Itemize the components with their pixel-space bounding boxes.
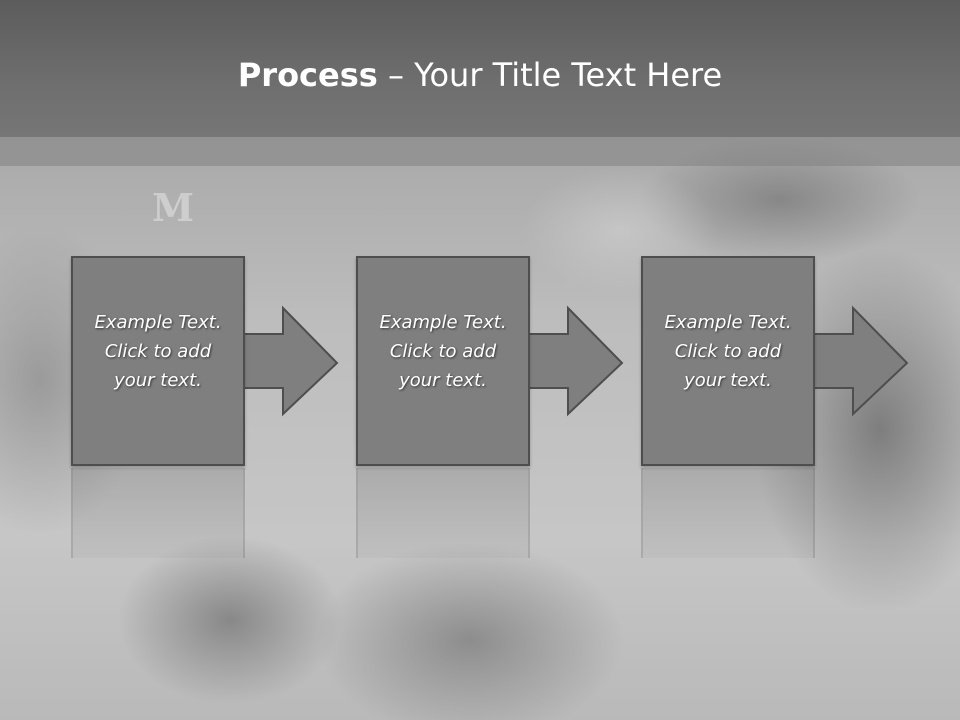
step-reflection (71, 468, 341, 558)
step-reflection (641, 468, 911, 558)
step-text[interactable]: Example Text. Click to add your text. (356, 308, 530, 395)
arrow-right-icon (812, 305, 909, 417)
step-text-line: Click to add (389, 341, 497, 362)
reflection-box (641, 468, 815, 558)
step-box (356, 256, 530, 466)
step-text-line: Example Text. (664, 312, 792, 333)
step-text-line: Example Text. (379, 312, 507, 333)
reflection-box (356, 468, 530, 558)
header-band (0, 0, 960, 137)
title-bold: Process (237, 56, 378, 94)
step-text[interactable]: Example Text. Click to add your text. (641, 308, 815, 395)
header-subband (0, 137, 960, 166)
step-text[interactable]: Example Text. Click to add your text. (71, 308, 245, 395)
process-step-2[interactable]: Example Text. Click to add your text. (356, 256, 626, 468)
step-box (641, 256, 815, 466)
reflection-box (71, 468, 245, 558)
background-logo: M (152, 185, 195, 230)
step-text-line: Click to add (104, 341, 212, 362)
step-reflection (356, 468, 626, 558)
slide-title[interactable]: Process – Your Title Text Here (0, 52, 960, 98)
arrow-right-icon (242, 305, 339, 417)
process-step-1[interactable]: Example Text. Click to add your text. (71, 256, 341, 468)
step-text-line: your text. (114, 370, 202, 391)
step-text-line: your text. (399, 370, 487, 391)
arrow-right-icon (527, 305, 624, 417)
step-text-line: Example Text. (94, 312, 222, 333)
step-text-line: your text. (684, 370, 772, 391)
step-text-line: Click to add (674, 341, 782, 362)
step-box (71, 256, 245, 466)
process-step-3[interactable]: Example Text. Click to add your text. (641, 256, 911, 468)
title-rest: – Your Title Text Here (377, 56, 723, 94)
